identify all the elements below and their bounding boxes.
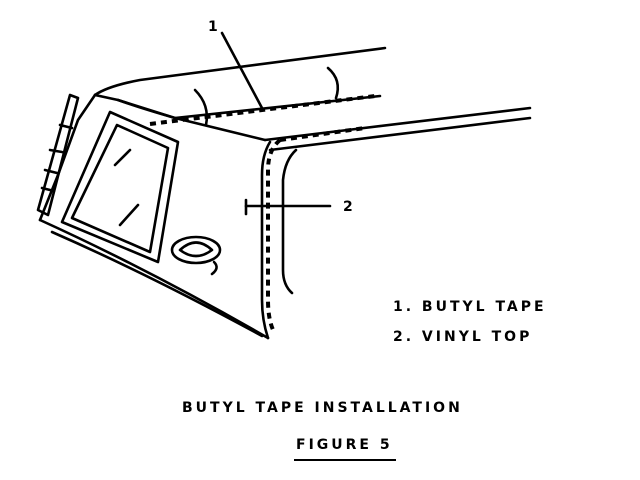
body-panel-top (93, 93, 267, 142)
callout-1-leader (220, 31, 264, 110)
figure-label-underline (294, 459, 396, 461)
roof-edge (93, 46, 387, 97)
emblem (170, 235, 222, 265)
body-panel-bottom (38, 218, 270, 340)
pillar-rear (260, 140, 272, 340)
taillight (36, 93, 80, 217)
figure-number-label: FIGURE 5 (296, 437, 393, 453)
figure-caption: BUTYL TAPE INSTALLATION (182, 400, 463, 416)
callout-number-2: 2 (343, 199, 353, 215)
body-panel-left (38, 93, 97, 222)
callout-number-1: 1 (208, 19, 218, 35)
quarter-window-glass (70, 123, 170, 254)
roof-rail (263, 106, 532, 142)
legend-item-butyl-tape: 1. BUTYL TAPE (393, 299, 547, 315)
butyl-tape-roof (149, 94, 376, 126)
legend-item-vinyl-top: 2. VINYL TOP (393, 329, 533, 345)
butyl-tape-roof-rail (279, 126, 366, 142)
butyl-tape-pillar (266, 138, 282, 333)
quarter-window-frame (60, 110, 180, 264)
